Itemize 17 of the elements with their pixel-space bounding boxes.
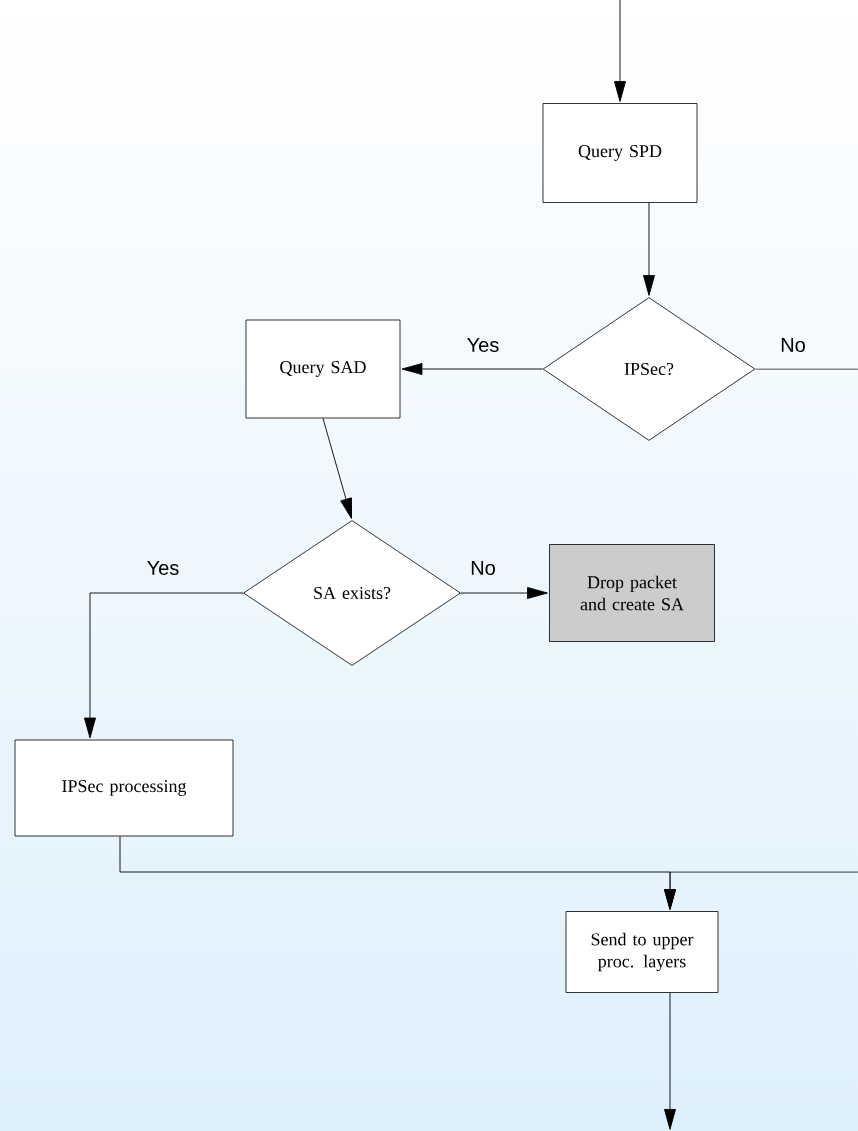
arrow bbox=[460, 587, 548, 599]
process-box: Send to upper proc. layers bbox=[565, 911, 719, 993]
arrow bbox=[401, 363, 544, 375]
arrow bbox=[322, 417, 352, 519]
arrow bbox=[84, 592, 244, 739]
process-box: Query SPD bbox=[542, 103, 698, 203]
edge-label: No bbox=[781, 338, 805, 352]
edge-label: No bbox=[471, 561, 495, 575]
arrow bbox=[643, 202, 655, 296]
process-box: Drop packet and create SA bbox=[549, 544, 715, 642]
process-box: IPSec processing bbox=[14, 739, 234, 837]
arrow bbox=[664, 992, 676, 1130]
edge-label: Yes bbox=[147, 561, 179, 575]
arrow bbox=[614, 0, 626, 102]
arrow bbox=[664, 871, 858, 910]
edge-label: Yes bbox=[467, 338, 499, 352]
process-box: Query SAD bbox=[245, 319, 401, 419]
